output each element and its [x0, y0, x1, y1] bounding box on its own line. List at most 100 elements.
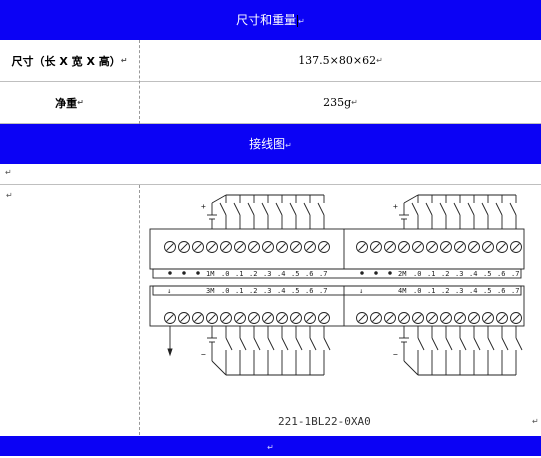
screw-slot	[236, 243, 244, 251]
terminal-screw	[440, 241, 452, 253]
switch-contact	[295, 337, 303, 351]
terminal-screw	[164, 241, 176, 253]
terminal-screw	[496, 241, 508, 253]
terminal-screw	[318, 312, 330, 324]
screw-slot	[428, 314, 436, 322]
terminal-screw	[248, 241, 260, 253]
switch-contact	[467, 202, 475, 216]
terminal-number: .6	[305, 270, 313, 278]
switch-contact	[219, 202, 227, 216]
terminal-number: .4	[469, 270, 477, 278]
terminal-number: .0	[221, 270, 229, 278]
label-strip-top	[152, 268, 522, 279]
terminal-screw	[192, 241, 204, 253]
terminal-number: .5	[483, 287, 491, 295]
terminal-screw	[262, 312, 274, 324]
terminal-number: .6	[305, 287, 313, 295]
group-label: 3M	[206, 287, 214, 295]
paragraph-mark: ↵	[5, 168, 12, 177]
screw-slot	[456, 243, 464, 251]
paragraph-mark: ↵	[267, 443, 274, 452]
footer-bar: ↵	[0, 436, 541, 456]
paragraph-mark: ↵	[351, 98, 358, 107]
switch-contact	[275, 202, 283, 216]
screw-slot	[470, 314, 478, 322]
paragraph-mark: ↵	[298, 17, 305, 26]
screw-slot	[320, 314, 328, 322]
terminal-number: .1	[235, 270, 243, 278]
terminal-dot	[388, 271, 392, 275]
label-strip-bottom	[152, 285, 522, 296]
terminal-number: .6	[497, 270, 505, 278]
screw-slot	[372, 314, 380, 322]
terminal-number: .0	[413, 287, 421, 295]
screw-slot	[386, 243, 394, 251]
terminal-number: .7	[511, 270, 519, 278]
terminal-dot	[168, 271, 172, 275]
table-row-diagram: ↵ ↵	[0, 185, 541, 435]
terminal-screw	[482, 312, 494, 324]
screw-slot	[166, 243, 174, 251]
screw-slot	[180, 314, 188, 322]
wire	[403, 360, 419, 376]
terminal-number: .4	[277, 287, 285, 295]
terminal-number: .2	[249, 287, 257, 295]
screw-slot	[208, 314, 216, 322]
terminal-number: .1	[427, 287, 435, 295]
terminal-number: .2	[441, 287, 449, 295]
terminal-screw	[290, 312, 302, 324]
terminal-number: .1	[235, 287, 243, 295]
terminal-screw	[304, 241, 316, 253]
screw-slot	[512, 243, 520, 251]
screw-slot	[222, 314, 230, 322]
switch-contact	[281, 337, 289, 351]
terminal-screw	[318, 241, 330, 253]
terminal-screw	[234, 312, 246, 324]
screw-slot	[278, 243, 286, 251]
switch-contact	[459, 337, 467, 351]
screw-slot	[306, 243, 314, 251]
terminal-screw	[220, 312, 232, 324]
ground-arrow	[167, 348, 173, 357]
screw-slot	[250, 243, 258, 251]
screw-slot	[470, 243, 478, 251]
value-text: 137.5×80×62	[298, 54, 377, 67]
terminal-block-top	[149, 228, 525, 270]
switch-contact	[411, 202, 419, 216]
terminal-number: .4	[277, 270, 285, 278]
terminal-screw	[178, 312, 190, 324]
terminal-screw	[290, 241, 302, 253]
section-header-dimensions: 尺寸和重量↵	[0, 0, 541, 40]
terminal-screw	[468, 312, 480, 324]
terminal-screw	[220, 241, 232, 253]
screw-slot	[512, 314, 520, 322]
screw-slot	[428, 243, 436, 251]
screw-slot	[292, 243, 300, 251]
terminal-screw	[510, 312, 522, 324]
switch-contact	[509, 202, 517, 216]
screw-slot	[222, 243, 230, 251]
terminal-dot	[360, 271, 364, 275]
terminal-screw	[370, 312, 382, 324]
screw-slot	[264, 243, 272, 251]
screw-slot	[194, 314, 202, 322]
switch-contact	[309, 337, 317, 351]
switch-contact	[261, 202, 269, 216]
row-label: 净重↵	[0, 82, 139, 123]
terminal-screw	[398, 312, 410, 324]
terminal-dot	[374, 271, 378, 275]
terminal-screw	[412, 312, 424, 324]
screw-slot	[442, 243, 450, 251]
terminal-screw	[482, 241, 494, 253]
screw-slot	[208, 243, 216, 251]
terminal-number: .3	[455, 287, 463, 295]
terminal-screw	[412, 241, 424, 253]
screw-slot	[484, 314, 492, 322]
switch-contact	[267, 337, 275, 351]
screw-slot	[498, 243, 506, 251]
screw-slot	[386, 314, 394, 322]
plus-sign: +	[393, 202, 398, 211]
terminal-screw	[276, 241, 288, 253]
paragraph-mark: ↵	[285, 141, 292, 150]
switch-contact	[289, 202, 297, 216]
